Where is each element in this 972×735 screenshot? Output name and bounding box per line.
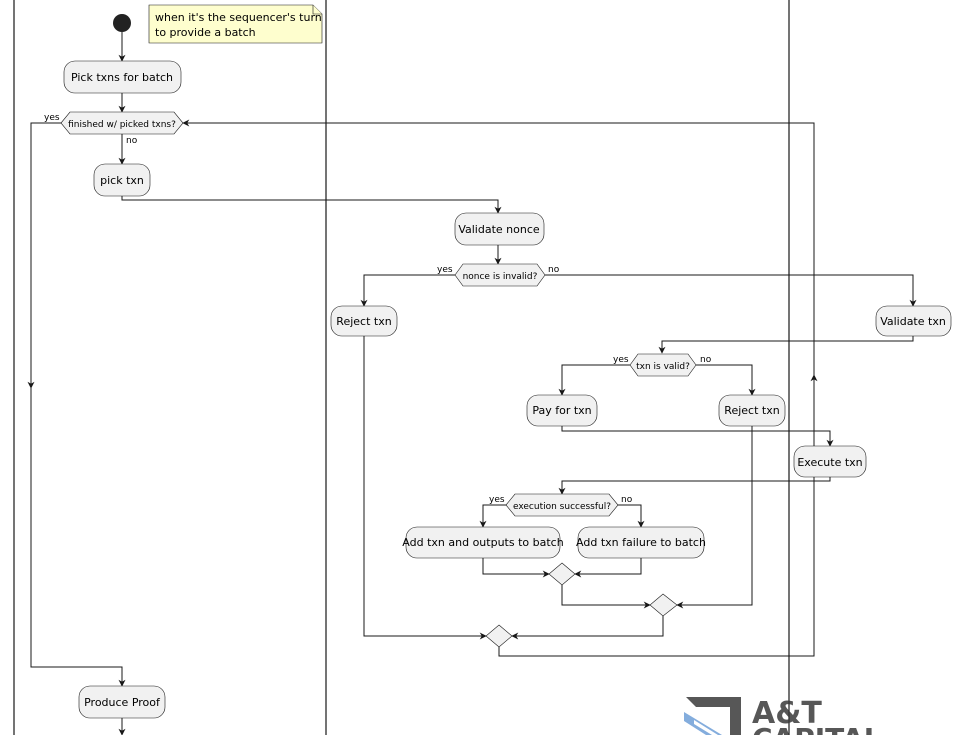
- reject-txn-invalid-node: Reject txn: [718, 394, 786, 427]
- exec-success-decision: execution successful?: [505, 493, 619, 517]
- nonce-invalid-decision-label: nonce is invalid?: [463, 272, 538, 282]
- exec-success-decision-label: execution successful?: [513, 502, 611, 512]
- pay-for-txn-node: Pay for txn: [526, 394, 598, 427]
- txn-valid-decision-label: txn is valid?: [636, 362, 690, 372]
- execute-txn-label: Execute txn: [797, 456, 862, 469]
- reject-txn-nonce-label: Reject txn: [336, 315, 391, 328]
- add-txn-outputs-node: Add txn and outputs to batch: [402, 526, 564, 559]
- merge-diamond-3: [485, 624, 513, 648]
- merge-diamond-2: [649, 593, 678, 617]
- validate-nonce-node: Validate nonce: [454, 212, 545, 246]
- validate-txn-node: Validate txn: [875, 305, 952, 337]
- sequencer-note: when it's the sequencer's turn to provid…: [148, 4, 323, 44]
- pick-txn-node: pick txn: [93, 163, 151, 197]
- exec-no-label: no: [621, 495, 633, 505]
- produce-proof-label: Produce Proof: [84, 696, 161, 709]
- logo-text-line-1: A&T: [752, 696, 822, 731]
- produce-proof-node: Produce Proof: [78, 685, 166, 719]
- nonce-no-label: no: [548, 265, 560, 275]
- add-txn-failure-node: Add txn failure to batch: [576, 526, 706, 559]
- txn-valid-yes-label: yes: [613, 355, 629, 365]
- logo-mark-icon: [686, 697, 741, 735]
- pay-for-txn-label: Pay for txn: [532, 404, 591, 417]
- pick-txn-label: pick txn: [100, 174, 144, 187]
- finished-decision-label: finished w/ picked txns?: [68, 120, 176, 130]
- finished-yes-label: yes: [44, 113, 60, 123]
- reject-txn-nonce-node: Reject txn: [330, 305, 398, 337]
- txn-valid-decision: txn is valid?: [629, 353, 697, 377]
- exec-yes-label: yes: [489, 495, 505, 505]
- execute-txn-node: Execute txn: [793, 445, 867, 478]
- logo-text-line-2: CAPITAL: [752, 722, 882, 735]
- finished-decision: finished w/ picked txns?: [60, 111, 184, 135]
- add-txn-outputs-label: Add txn and outputs to batch: [402, 536, 563, 549]
- nonce-invalid-decision: nonce is invalid?: [454, 263, 546, 287]
- validate-txn-label: Validate txn: [880, 315, 946, 328]
- pick-txns-for-batch-label: Pick txns for batch: [71, 71, 173, 84]
- finished-no-label: no: [126, 136, 138, 146]
- nonce-yes-label: yes: [437, 265, 453, 275]
- validate-nonce-label: Validate nonce: [458, 223, 540, 236]
- add-txn-failure-label: Add txn failure to batch: [576, 536, 706, 549]
- pick-txns-for-batch-node: Pick txns for batch: [63, 60, 182, 94]
- start-node: [113, 14, 131, 32]
- note-line-1: when it's the sequencer's turn: [155, 11, 322, 24]
- merge-diamond-1: [548, 562, 576, 586]
- company-logo: A&T CAPITAL: [684, 696, 882, 735]
- note-line-2: to provide a batch: [155, 26, 256, 39]
- reject-txn-invalid-label: Reject txn: [724, 404, 779, 417]
- txn-valid-no-label: no: [700, 355, 712, 365]
